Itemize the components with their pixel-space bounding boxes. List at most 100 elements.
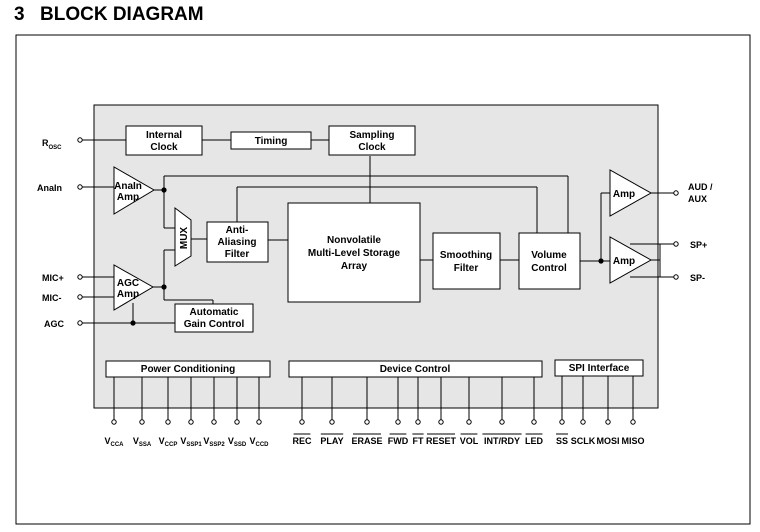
anti-aliasing-label-3: Filter	[225, 249, 250, 260]
smoothing-filter-label-1: Smoothing	[440, 250, 492, 261]
spi-pin-0-terminal	[559, 419, 565, 425]
power-pin-3-terminal	[188, 419, 194, 425]
pin-sp-minus: SP-	[690, 273, 705, 283]
storage-array-label-2: Multi-Level Storage	[308, 248, 401, 259]
pin-agc: AGC	[44, 319, 65, 329]
internal-clock-label-1: Internal	[146, 130, 182, 141]
right-pins: AUD / AUX SP+ SP-	[673, 182, 713, 283]
control-pin-label-1: PLAY	[320, 436, 343, 446]
power-pin-label-4: VSSP2	[203, 436, 225, 448]
power-pin-5-terminal	[234, 419, 240, 425]
block-automatic-gain-control: Automatic Gain Control	[174, 303, 254, 333]
aud-amp-label: Amp	[613, 189, 635, 200]
junction-dots	[130, 187, 604, 326]
spi-pin-label-1: SCLK	[571, 436, 596, 446]
section-number: 3	[14, 4, 25, 25]
storage-array-label-3: Array	[341, 261, 368, 272]
section-title: BLOCK DIAGRAM	[40, 4, 204, 25]
block-anti-aliasing-filter: Anti- Aliasing Filter	[206, 221, 269, 263]
volume-control-label-2: Control	[531, 263, 567, 274]
anti-aliasing-label-2: Aliasing	[218, 237, 257, 248]
block-power-conditioning: Power Conditioning	[105, 360, 271, 378]
outer-frame	[15, 34, 751, 525]
control-pin-label-5: RESET	[426, 436, 457, 446]
sampling-clock-label-1: Sampling	[349, 130, 394, 141]
storage-array-label-1: Nonvolatile	[327, 235, 381, 246]
power-pin-label-1: VSSA	[133, 436, 152, 448]
control-pin-7-terminal	[499, 419, 505, 425]
control-pin-label-8: LED	[525, 436, 544, 446]
block-mux: MUX	[174, 207, 192, 267]
spi-pin-2-terminal	[605, 419, 611, 425]
pin-mic-minus: MIC-	[42, 293, 62, 303]
pin-mic-plus: MIC+	[42, 273, 64, 283]
control-pin-label-2: ERASE	[351, 436, 382, 446]
power-pin-label-3: VSSP1	[180, 436, 202, 448]
power-pin-4-terminal	[211, 419, 217, 425]
block-volume-control: Volume Control	[518, 232, 581, 290]
section-heading: 3 BLOCK DIAGRAM	[14, 4, 204, 26]
pin-aud: AUD /	[688, 182, 713, 192]
block-smoothing-filter: Smoothing Filter	[432, 232, 501, 290]
control-pin-6-terminal	[466, 419, 472, 425]
agc-amp-label-1: AGC	[117, 278, 139, 289]
automatic-gain-label-1: Automatic	[190, 307, 239, 318]
timing-label: Timing	[255, 136, 288, 147]
power-pin-6-terminal	[256, 419, 262, 425]
block-aud-amp: Amp	[609, 169, 653, 217]
smoothing-filter-label-2: Filter	[454, 263, 479, 274]
pin-rosc: ROSC	[42, 138, 62, 151]
control-pin-1-terminal	[329, 419, 335, 425]
control-pin-4-terminal	[415, 419, 421, 425]
power-conditioning-label: Power Conditioning	[141, 364, 235, 375]
control-pin-2-terminal	[364, 419, 370, 425]
block-timing: Timing	[230, 131, 312, 150]
volume-control-label-1: Volume	[531, 250, 567, 261]
power-pin-label-6: VCCD	[249, 436, 269, 448]
block-device-control: Device Control	[288, 360, 543, 378]
spi-pin-label-3: MISO	[621, 436, 644, 446]
power-pin-label-0: VCCA	[104, 436, 124, 448]
control-pin-3-terminal	[395, 419, 401, 425]
spi-pin-1-terminal	[580, 419, 586, 425]
device-control-label: Device Control	[380, 364, 451, 375]
control-pin-label-6: VOL	[460, 436, 479, 446]
block-anain-amp: AnaIn Amp	[113, 166, 155, 215]
spi-interface-label: SPI Interface	[569, 363, 630, 374]
control-pin-label-7: INT/RDY	[484, 436, 520, 446]
left-pins: ROSC AnaIn MIC+ MIC- AGC	[37, 137, 83, 329]
spi-pin-label-2: MOSI	[596, 436, 619, 446]
anti-aliasing-label-1: Anti-	[226, 225, 249, 236]
block-agc-amp: AGC Amp	[113, 264, 155, 311]
pin-sp-plus: SP+	[690, 240, 707, 250]
agc-amp-label-2: Amp	[117, 289, 139, 300]
block-sampling-clock: Sampling Clock	[328, 125, 416, 156]
automatic-gain-label-2: Gain Control	[184, 319, 245, 330]
spi-pin-3-terminal	[630, 419, 636, 425]
spi-pin-label-0: SS	[556, 436, 568, 446]
power-pin-1-terminal	[139, 419, 145, 425]
internal-clock-label-2: Clock	[150, 142, 178, 153]
block-internal-clock: Internal Clock	[125, 125, 203, 156]
anain-amp-label-1: AnaIn	[114, 181, 142, 192]
power-pin-2-terminal	[165, 419, 171, 425]
power-pin-label-2: VCCP	[159, 436, 178, 448]
control-pin-8-terminal	[531, 419, 537, 425]
block-sp-amp: Amp	[609, 236, 653, 284]
control-pin-label-0: REC	[292, 436, 312, 446]
control-pin-label-3: FWD	[388, 436, 409, 446]
control-pin-label-4: FT	[413, 436, 424, 446]
control-pin-0-terminal	[299, 419, 305, 425]
anain-amp-label-2: Amp	[117, 192, 139, 203]
sampling-clock-label-2: Clock	[358, 142, 386, 153]
power-pin-0-terminal	[111, 419, 117, 425]
wires	[82, 139, 674, 324]
block-spi-interface: SPI Interface	[554, 359, 644, 377]
power-pin-label-5: VSSD	[228, 436, 247, 448]
sp-amp-label: Amp	[613, 256, 635, 267]
pin-aux: AUX	[688, 194, 707, 204]
pin-anain: AnaIn	[37, 183, 62, 193]
control-pin-5-terminal	[438, 419, 444, 425]
